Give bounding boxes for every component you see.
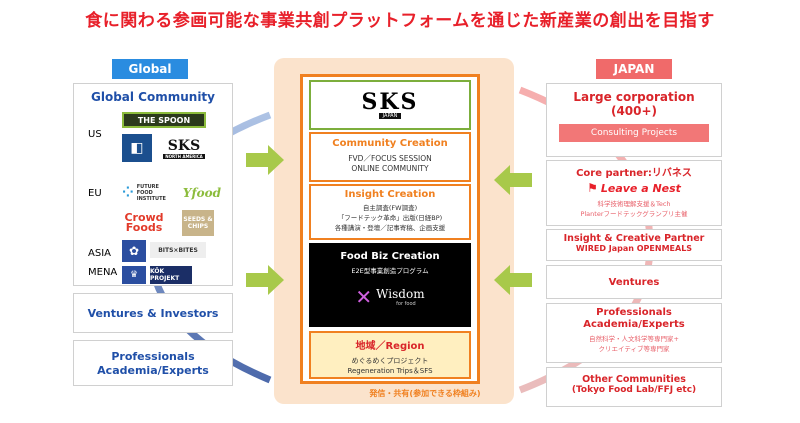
seeds-and-chips-logo: SEEDS & CHIPS [182,210,214,236]
arrow-left-bottom-icon [246,265,284,295]
global-community-title: Global Community [90,90,215,104]
kok-projekt-logo: KÖK PROJEKT [150,266,192,284]
arrow-left-top-icon [246,145,284,175]
mena-emblem-icon: ♛ [122,266,146,284]
japan-professionals-box: Professionals Academia/Experts 自然科学・人文科学… [546,303,722,363]
the-spoon-logo: THE SPOON [122,112,206,128]
other-communities-title: Other Communities [582,374,686,385]
sks-japan-logo: SKS [361,89,419,115]
global-header: Global [112,59,188,79]
sks-japan-logo-box: SKS JAPAN [309,80,471,130]
arrow-right-bottom-icon [494,265,532,295]
leave-a-nest-logo: ⚑ Leave a Nest [587,181,681,195]
large-corporation-box: Large corporation (400+) Consulting Proj… [546,83,722,157]
consulting-projects-badge: Consulting Projects [559,124,709,142]
community-creation-title: Community Creation [332,138,448,149]
insight-partner-title: Insight & Creative Partner [563,233,705,244]
leave-a-nest-icon: ⚑ [587,181,598,195]
sks-north-america-logo: SKS NORTH AMERICA [163,137,205,159]
region-us: US [88,129,102,140]
region-eu: EU [88,188,102,199]
future-food-institute-logo: ⁘ FUTURE FOOD INSTITUTE [122,184,166,202]
food-biz-creation-title: Food Biz Creation [340,251,440,262]
ffi-dots-icon: ⁘ [122,185,134,201]
yfood-logo: Yfood [182,186,222,200]
food-biz-creation-box: Food Biz Creation E2E型事業創造プログラム ✕ Wisdom… [309,243,471,327]
center-footer-label: 発信・共有(参加できる枠組み) [369,389,481,398]
region-mena: MENA [88,267,118,278]
large-corporation-count: (400+) [610,104,658,118]
insight-creation-box: Insight Creation 自主調査(FW調査) 「フードテック革命」出版… [309,184,471,240]
crowd-foods-logo: Crowd Foods [124,211,164,234]
global-ventures-box: Ventures & Investors [73,293,233,333]
core-partner-title: Core partner:リバネス [576,168,692,179]
core-partner-box: Core partner:リバネス ⚑ Leave a Nest 科学技術理解支… [546,160,722,226]
global-professionals-box: Professionals Academia/Experts [73,340,233,386]
region-asia: ASIA [88,248,111,259]
page-title: 食に関わる参画可能な事業共創プラットフォームを通じた新産業の創出を目指す [85,11,715,31]
region-box: 地域／Region めぐるめくプロジェクト Regeneration Trips… [309,331,471,379]
insight-creation-title: Insight Creation [344,189,436,200]
cube-logo-icon: ◧ [122,134,152,162]
region-title: 地域／Region [355,341,425,352]
bits-x-bites-logo: BITS×BITES [150,242,206,258]
community-creation-box: Community Creation FVD／FOCUS SESSION ONL… [309,132,471,182]
wisdom-x-icon: ✕ [355,285,373,309]
wisdom-logo: ✕ Wisdom for food [355,285,425,309]
other-communities-box: Other Communities (Tokyo Food Lab/FFJ et… [546,367,722,407]
arrow-right-top-icon [494,165,532,195]
asia-emblem-icon: ✿ [122,240,146,262]
insight-partner-box: Insight & Creative Partner WIRED Japan O… [546,229,722,261]
japan-professionals-title: Professionals Academia/Experts [583,307,685,330]
global-community-box: Global Community US EU ASIA MENA THE SPO… [73,83,233,286]
large-corporation-title: Large corporation [573,90,695,104]
japan-ventures-box: Ventures [546,265,722,299]
japan-header: JAPAN [596,59,672,79]
